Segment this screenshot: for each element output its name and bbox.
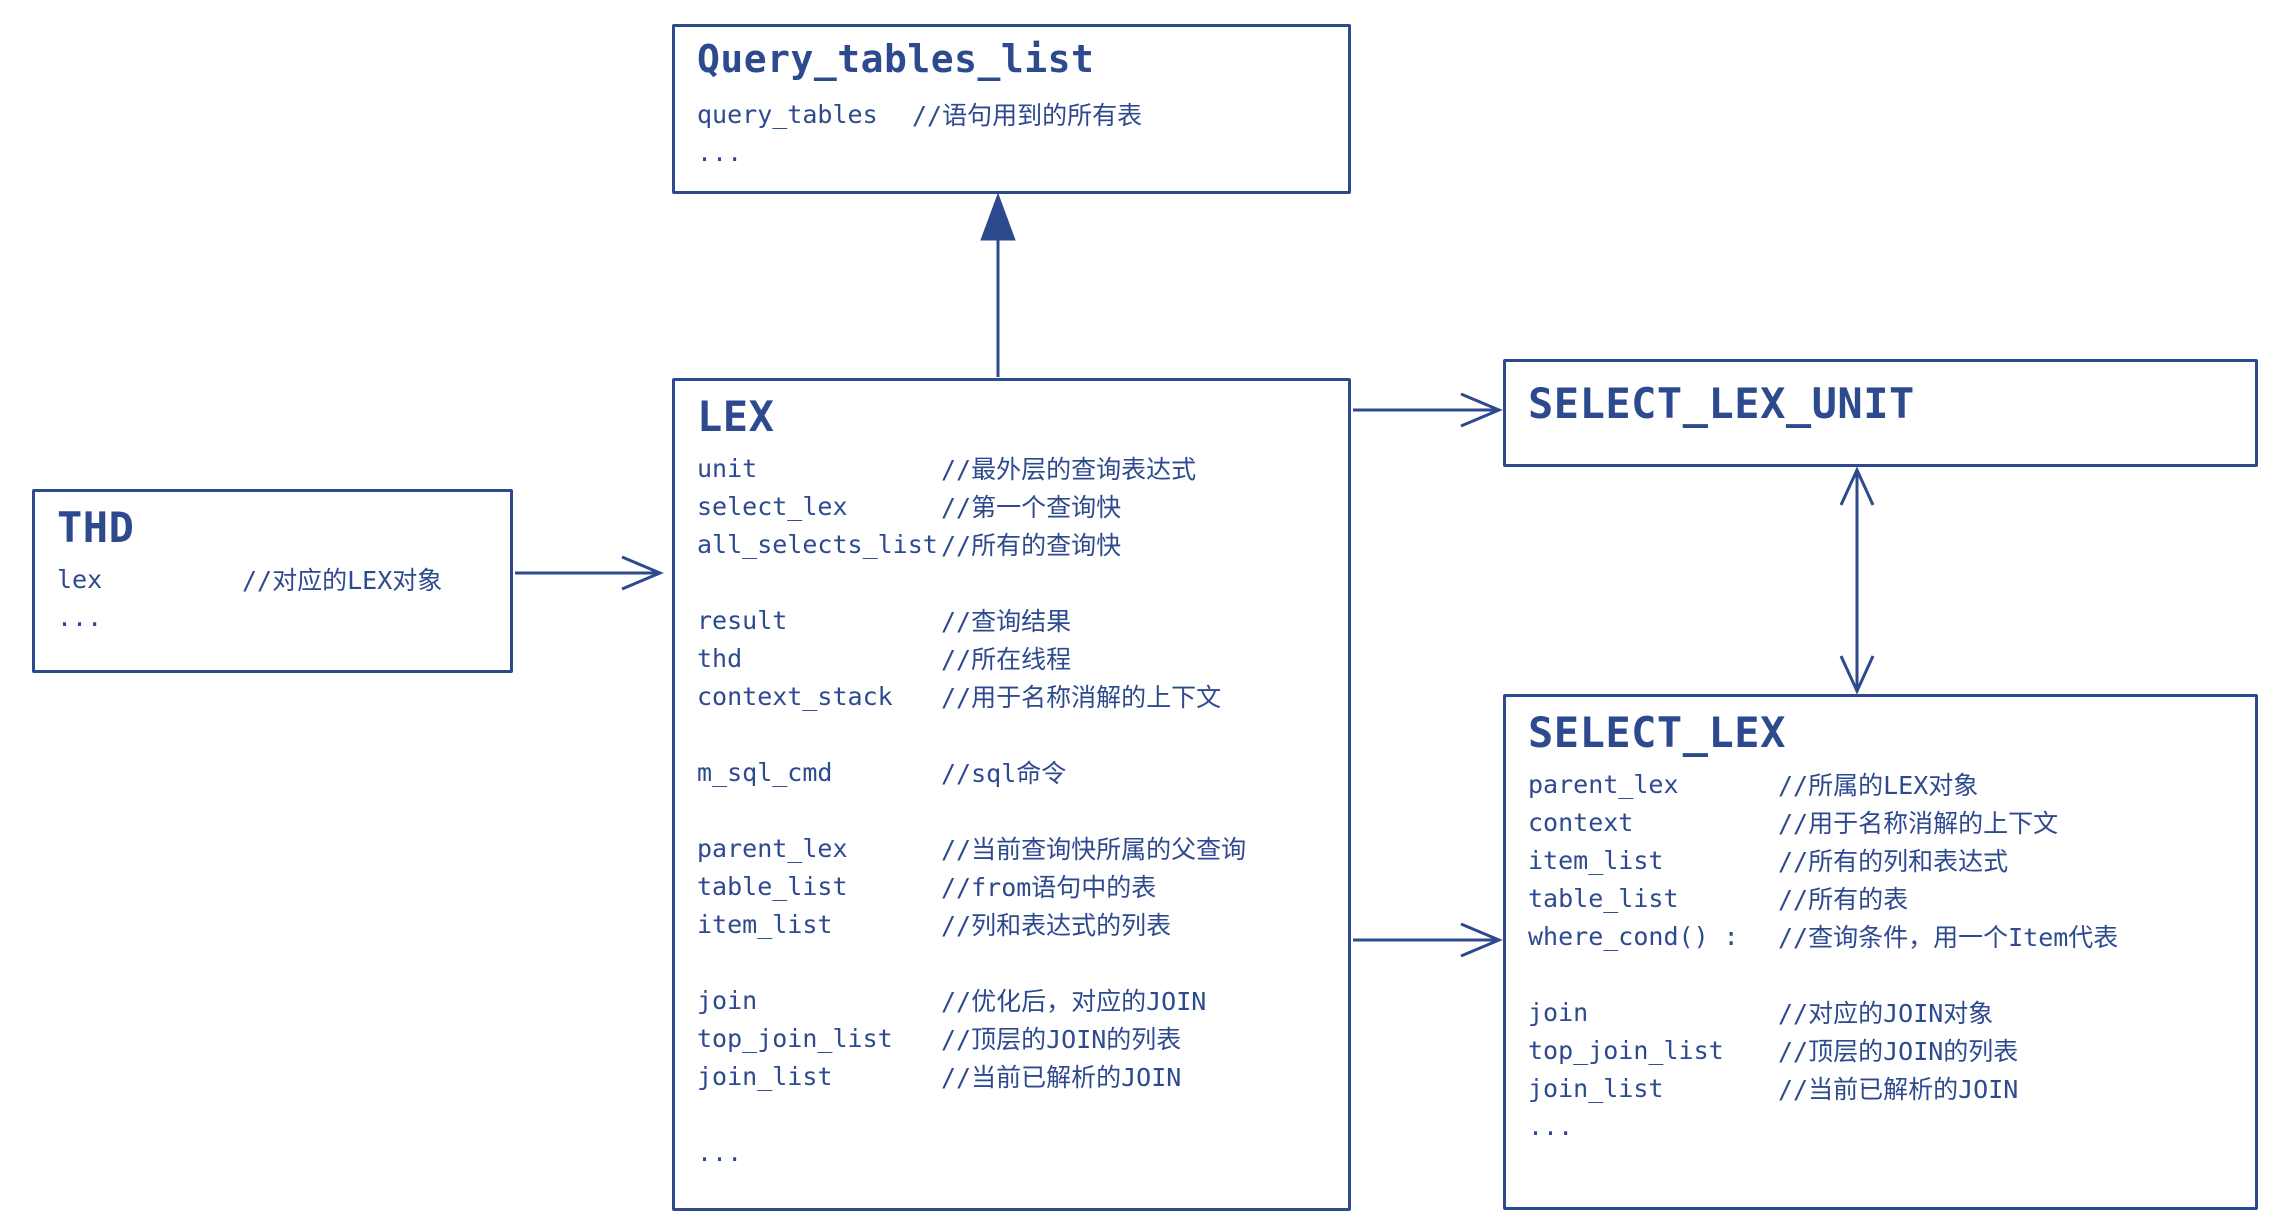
field-name: ... (697, 1137, 743, 1167)
field-comment: //所有的表 (1778, 885, 1909, 914)
field-comment: //最外层的查询表达式 (941, 455, 1197, 484)
field-comment: //sql命令 (941, 759, 1067, 788)
class-box-select-lex: SELECT_LEX parent_lex //所属的LEX对象 context… (1503, 694, 2258, 1210)
field-name: thd (697, 643, 743, 673)
field-comment: //语句用到的所有表 (912, 101, 1143, 130)
field-comment: //用于名称消解的上下文 (941, 683, 1222, 712)
field-name: parent_lex (697, 833, 848, 863)
field-name: join (1528, 997, 1589, 1027)
field-name: unit (697, 453, 758, 483)
field-name: all_selects_list (697, 529, 938, 559)
field-name: result (697, 605, 788, 635)
field-name: m_sql_cmd (697, 757, 833, 787)
arrow-thd-to-lex (515, 555, 664, 591)
field-comment: //对应的JOIN对象 (1778, 999, 1994, 1028)
field-row: item_list //所有的列和表达式 (1528, 841, 2245, 879)
field-comment: //当前已解析的JOIN (1778, 1075, 2019, 1104)
field-name: join_list (697, 1061, 833, 1091)
field-comment: //所有的列和表达式 (1778, 847, 2009, 876)
field-name: top_join_list (697, 1023, 893, 1053)
field-comment: //所有的查询快 (941, 531, 1122, 560)
arrow-lex-to-query-tables-list (980, 192, 1016, 377)
field-name: table_list (697, 871, 848, 901)
field-name: ... (57, 602, 103, 632)
field-row: join //优化后，对应的JOIN (697, 981, 1338, 1019)
field-row: all_selects_list //所有的查询快 (697, 525, 1338, 563)
field-row: lex //对应的LEX对象 (57, 560, 500, 598)
field-row: unit //最外层的查询表达式 (697, 449, 1338, 487)
field-row: item_list //列和表达式的列表 (697, 905, 1338, 943)
field-row: parent_lex //当前查询快所属的父查询 (697, 829, 1338, 867)
field-row: top_join_list //顶层的JOIN的列表 (1528, 1031, 2245, 1069)
field-name: lex (57, 564, 103, 594)
field-name: context_stack (697, 681, 893, 711)
field-comment: //当前已解析的JOIN (941, 1063, 1182, 1092)
field-comment: //当前查询快所属的父查询 (941, 835, 1247, 864)
class-title-select-lex-unit: SELECT_LEX_UNIT (1528, 379, 1915, 428)
field-comment: //所在线程 (941, 645, 1072, 674)
field-name: join_list (1528, 1073, 1664, 1103)
field-name: join (697, 985, 758, 1015)
field-row-ellipsis: ... (57, 598, 500, 636)
arrow-lex-to-select-lex-unit (1353, 392, 1503, 428)
field-name: top_join_list (1528, 1035, 1724, 1065)
field-comment: //列和表达式的列表 (941, 911, 1172, 940)
field-row-ellipsis: ... (697, 133, 1338, 171)
field-row: m_sql_cmd //sql命令 (697, 753, 1338, 791)
field-row: result //查询结果 (697, 601, 1338, 639)
field-name: ... (1528, 1111, 1574, 1141)
field-name: parent_lex (1528, 769, 1679, 799)
field-row-ellipsis: ... (697, 1133, 1338, 1171)
field-row: query_tables //语句用到的所有表 (697, 95, 1338, 133)
class-title-query-tables-list: Query_tables_list (697, 37, 1095, 81)
class-box-lex: LEX unit //最外层的查询表达式 select_lex //第一个查询快… (672, 378, 1351, 1211)
field-name: item_list (697, 909, 833, 939)
field-comment: //from语句中的表 (941, 873, 1157, 902)
field-comment: //优化后，对应的JOIN (941, 987, 1207, 1016)
field-comment: //所属的LEX对象 (1778, 771, 1979, 800)
field-comment: //顶层的JOIN的列表 (941, 1025, 1182, 1054)
field-row: select_lex //第一个查询快 (697, 487, 1338, 525)
class-title-lex: LEX (697, 392, 775, 441)
class-title-select-lex: SELECT_LEX (1528, 708, 1786, 757)
arrow-lex-to-select-lex (1353, 922, 1503, 958)
field-name: select_lex (697, 491, 848, 521)
field-row: parent_lex //所属的LEX对象 (1528, 765, 2245, 803)
field-name: query_tables (697, 99, 878, 129)
field-comment: //对应的LEX对象 (242, 566, 443, 595)
field-row: table_list //from语句中的表 (697, 867, 1338, 905)
field-comment: //第一个查询快 (941, 493, 1122, 522)
field-comment: //查询结果 (941, 607, 1072, 636)
class-box-thd: THD lex //对应的LEX对象 ... (32, 489, 513, 673)
field-name: item_list (1528, 845, 1664, 875)
field-name: where_cond() : (1528, 921, 1739, 951)
field-row: top_join_list //顶层的JOIN的列表 (697, 1019, 1338, 1057)
field-name: table_list (1528, 883, 1679, 913)
field-name: context (1528, 807, 1634, 837)
field-comment: //查询条件，用一个Item代表 (1778, 923, 2119, 952)
field-row: thd //所在线程 (697, 639, 1338, 677)
field-comment: //顶层的JOIN的列表 (1778, 1037, 2019, 1066)
field-row: join_list //当前已解析的JOIN (1528, 1069, 2245, 1107)
field-comment: //用于名称消解的上下文 (1778, 809, 2059, 838)
field-row: where_cond() : //查询条件，用一个Item代表 (1528, 917, 2245, 955)
field-row: context_stack //用于名称消解的上下文 (697, 677, 1338, 715)
class-box-select-lex-unit: SELECT_LEX_UNIT (1503, 359, 2258, 467)
class-title-thd: THD (57, 503, 135, 552)
field-name: ... (697, 137, 743, 167)
field-row-ellipsis: ... (1528, 1107, 2245, 1145)
field-row: table_list //所有的表 (1528, 879, 2245, 917)
field-row: join_list //当前已解析的JOIN (697, 1057, 1338, 1095)
field-row: context //用于名称消解的上下文 (1528, 803, 2245, 841)
class-box-query-tables-list: Query_tables_list query_tables //语句用到的所有… (672, 24, 1351, 194)
arrow-select-lex-unit-to-select-lex (1839, 466, 1875, 695)
field-row: join //对应的JOIN对象 (1528, 993, 2245, 1031)
